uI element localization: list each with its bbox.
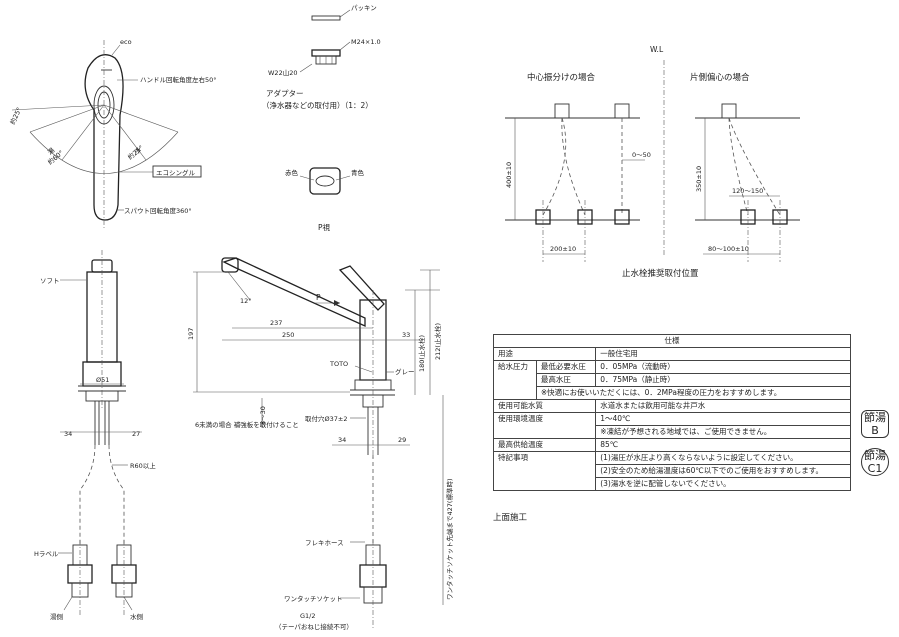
badge-b: 節湯 B bbox=[861, 410, 889, 438]
badge-c1-top: 節湯 bbox=[864, 449, 886, 462]
temp-label: 使用環境温度 bbox=[492, 412, 597, 439]
note-3: (3)湯水を逆に配管しないでください。 bbox=[595, 477, 851, 491]
spec-title: 仕様 bbox=[493, 334, 851, 348]
red-color-label: 赤色 bbox=[285, 168, 299, 177]
p-view: 赤色 青色 P視 bbox=[285, 167, 365, 232]
angle-left-label: 約25° bbox=[8, 106, 24, 126]
dim-80-100: 80～100±10 bbox=[708, 245, 749, 253]
dim-237: 237 bbox=[270, 319, 282, 327]
adapter-w-label: W22山20 bbox=[268, 68, 297, 77]
use-label: 用途 bbox=[492, 347, 597, 361]
badge-c1-letter: C1 bbox=[867, 462, 883, 475]
packing-label: パッキン bbox=[351, 4, 377, 12]
pressure-note: ※快適にお使いいただくには、0．2MPa程度の圧力をおすすめします。 bbox=[535, 386, 852, 400]
water-value: 水道水または飲用可能な井戸水 bbox=[595, 399, 851, 413]
maxtemp-label: 最高供給温度 bbox=[492, 438, 597, 452]
dim-0-50: 0～50 bbox=[632, 151, 651, 159]
flexhose-label: フレキホース bbox=[305, 539, 344, 547]
dim-29: 29 bbox=[398, 436, 406, 444]
badge-b-letter: B bbox=[871, 424, 879, 437]
wl-label: W.L bbox=[650, 45, 664, 54]
dim-51: Ø51 bbox=[96, 376, 109, 384]
dim-400: 400±10 bbox=[505, 162, 513, 188]
eco-single-label: エコシングル bbox=[156, 168, 196, 177]
hole-label: 取付穴Ø37±2 bbox=[305, 414, 347, 423]
dim-180: 180(止水栓) bbox=[417, 335, 426, 372]
soft-label: ソフト bbox=[40, 277, 60, 285]
spout-rotation-label: スパウト回転角度360° bbox=[124, 206, 192, 215]
hot-side-label: 湯側 bbox=[50, 612, 64, 621]
dim-120-150: 120～150 bbox=[732, 187, 763, 195]
dim-350: 350±10 bbox=[695, 166, 703, 192]
dim-8-30: 8～30 bbox=[259, 406, 267, 425]
onetouch-label: ワンタッチソケット bbox=[284, 594, 343, 603]
badge-c1: 節湯 C1 bbox=[861, 448, 889, 476]
temp-note: ※凍結が予想される地域では、ご使用できません。 bbox=[595, 425, 851, 439]
reinforce-label: 6未満の場合 補強板を取付けること bbox=[195, 420, 299, 429]
note-1: (1)湯圧が水圧より高くならないように設定してください。 bbox=[595, 451, 851, 465]
adapter-detail: パッキン M24×1.0 W22山20 アダプター （浄水器などの取付用）（1：… bbox=[262, 4, 381, 110]
handle-angle-label: ハンドル回転角度左右50° bbox=[140, 75, 217, 84]
dim-34a: 34 bbox=[64, 430, 72, 438]
dim-200: 200±10 bbox=[550, 245, 576, 253]
onetouch-vertical: ワンタッチソケット先端まで427(標準時) bbox=[445, 479, 454, 600]
thread-note: （テーパおねじ接続不可） bbox=[275, 622, 353, 631]
top-install-label: 上面施工 bbox=[493, 512, 528, 523]
max-pressure-value: 0．75MPa（静止時） bbox=[595, 373, 851, 387]
h-label: Hラベル bbox=[34, 550, 59, 558]
side-title: 片側偏心の場合 bbox=[690, 72, 750, 83]
min-pressure-value: 0．05MPa（流動時） bbox=[595, 360, 851, 374]
angle-12: 12° bbox=[240, 297, 252, 305]
thread-label: G1/2 bbox=[300, 612, 316, 620]
valve-position: W.L 中心振分けの場合 片側偏心の場合 400±10 0～50 200±10 … bbox=[505, 45, 800, 279]
dim-197: 197 bbox=[187, 328, 195, 340]
gray-label: グレー bbox=[395, 367, 415, 376]
valve-caption: 止水栓推奨取付位置 bbox=[622, 268, 699, 279]
center-title: 中心振分けの場合 bbox=[527, 72, 596, 83]
top-view: eco ハンドル回転角度左右50° エコシングル スパウト回転角度360° 約2… bbox=[8, 38, 217, 230]
note-2: (2)安全のため給湯温度は60℃以下でのご使用をおすすめします。 bbox=[595, 464, 851, 478]
toto-label: TOTO bbox=[329, 360, 348, 368]
adapter-title: アダプター bbox=[266, 88, 304, 98]
r60-label: R60以上 bbox=[130, 461, 156, 470]
hot-angle-label: 湯 bbox=[46, 145, 57, 156]
adapter-subtitle: （浄水器などの取付用）（1：2） bbox=[262, 100, 373, 110]
dim-250: 250 bbox=[282, 331, 294, 339]
blue-color-label: 青色 bbox=[351, 168, 365, 177]
dim-27: 27 bbox=[132, 430, 140, 438]
dim-33: 33 bbox=[402, 331, 410, 339]
front-view: ソフト Ø51 34 27 R60以上 Hラベル 湯側 水側 bbox=[34, 250, 156, 621]
side-view: 197 237 250 33 12° P 212(止水栓) 180(止水栓) T… bbox=[187, 257, 454, 631]
pressure-label: 給水圧力 bbox=[493, 360, 537, 400]
spec-table: 仕様 用途 一般住宅用 給水圧力 最低必要水圧 0．05MPa（流動時） 最高水… bbox=[492, 334, 852, 491]
water-side-label: 水側 bbox=[130, 612, 144, 621]
p-view-label: P視 bbox=[318, 223, 331, 232]
water-label: 使用可能水質 bbox=[492, 399, 597, 413]
maxtemp-value: 85℃ bbox=[595, 438, 851, 452]
notes-label: 特記事項 bbox=[492, 451, 597, 491]
water-angle-label: 水 bbox=[133, 145, 144, 156]
eco-label: eco bbox=[120, 38, 132, 46]
max-pressure-label: 最高水圧 bbox=[535, 373, 597, 387]
dim-212: 212(止水栓) bbox=[433, 323, 442, 360]
use-value: 一般住宅用 bbox=[595, 347, 851, 361]
min-pressure-label: 最低必要水圧 bbox=[535, 360, 597, 374]
adapter-thread-label: M24×1.0 bbox=[351, 38, 381, 46]
p-arrow-label: P bbox=[316, 293, 321, 302]
temp-value: 1～40℃ bbox=[595, 412, 851, 426]
dim-34b: 34 bbox=[338, 436, 346, 444]
badge-b-top: 節湯 bbox=[864, 411, 886, 424]
